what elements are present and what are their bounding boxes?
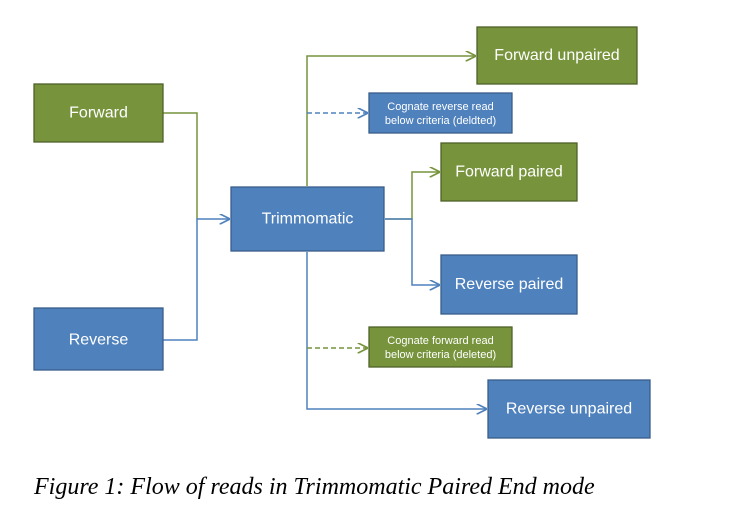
node-reverse-paired: Reverse paired bbox=[440, 254, 578, 315]
node-cognate-reverse-line2: below criteria (deldted) bbox=[385, 115, 496, 127]
node-cognate-reverse: Cognate reverse read below criteria (del… bbox=[368, 92, 513, 134]
node-reverse: Reverse bbox=[33, 307, 164, 371]
connector-to-reverse-paired bbox=[385, 218, 439, 285]
node-reverse-label: Reverse bbox=[69, 332, 129, 349]
connector-reverse-to-trimmomatic bbox=[163, 219, 229, 341]
node-cognate-forward: Cognate forward read below criteria (del… bbox=[368, 326, 513, 368]
node-reverse-unpaired: Reverse unpaired bbox=[487, 379, 651, 439]
connectors bbox=[163, 56, 486, 409]
connector-forward-to-trimmomatic bbox=[163, 112, 198, 219]
node-forward-paired-label: Forward paired bbox=[455, 164, 563, 181]
node-forward-unpaired: Forward unpaired bbox=[476, 26, 638, 85]
node-cognate-reverse-line1: Cognate reverse read bbox=[387, 101, 493, 113]
node-trimmomatic-label: Trimmomatic bbox=[262, 211, 354, 228]
connector-to-reverse-unpaired bbox=[306, 252, 486, 409]
node-cognate-forward-line2: below criteria (deleted) bbox=[385, 349, 496, 361]
node-reverse-paired-label: Reverse paired bbox=[455, 276, 564, 293]
node-forward: Forward bbox=[33, 83, 164, 143]
node-forward-unpaired-label: Forward unpaired bbox=[494, 47, 619, 64]
node-cognate-forward-line1: Cognate forward read bbox=[387, 335, 493, 347]
flow-diagram: Forward Reverse Trimmomatic Forward unpa… bbox=[33, 26, 651, 439]
node-trimmomatic: Trimmomatic bbox=[230, 186, 385, 252]
connector-to-forward-paired bbox=[385, 172, 439, 220]
node-forward-paired: Forward paired bbox=[440, 142, 578, 202]
node-reverse-unpaired-label: Reverse unpaired bbox=[506, 401, 632, 418]
node-forward-label: Forward bbox=[69, 105, 128, 122]
figure-caption: Figure 1: Flow of reads in Trimmomatic P… bbox=[34, 474, 595, 500]
connector-to-forward-unpaired bbox=[306, 56, 475, 186]
